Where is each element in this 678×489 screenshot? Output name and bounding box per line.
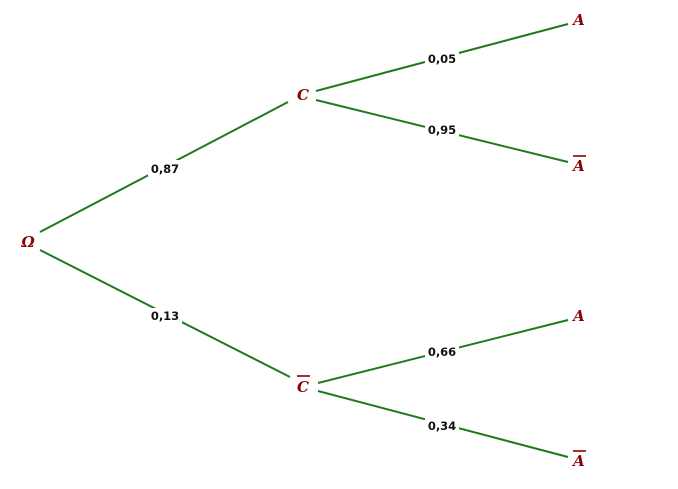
edge-label-root-c-bar: 0,13 [148,308,182,324]
node-root-omega: Ω [20,233,35,251]
node-c-a-bar: A [571,155,586,175]
node-c-bar-a: A [571,307,585,325]
node-c-bar-label: C [297,378,309,396]
edge-label-c-bar-a: 0,66 [425,344,459,360]
probability-c-a-bar: 0,95 [428,123,456,137]
probability-root-c-bar: 0,13 [151,309,179,323]
node-c-a: A [571,11,585,29]
probability-c-a: 0,05 [428,52,456,66]
edge-label-root-c: 0,87 [148,160,182,176]
edge-label-c-a: 0,05 [425,50,459,66]
edge-label-c-a-bar: 0,95 [425,122,459,138]
node-c-a-bar-label: A [571,157,585,175]
node-c-bar: C [297,375,310,396]
node-c: C [297,86,309,104]
node-c-bar-a-bar-label: A [571,452,585,470]
probability-c-bar-a: 0,66 [428,345,456,359]
probability-c-bar-a-bar: 0,34 [428,419,456,433]
edge-label-c-bar-a-bar: 0,34 [425,418,459,434]
node-c-bar-a-bar: A [571,450,586,470]
probability-root-c: 0,87 [151,162,179,176]
